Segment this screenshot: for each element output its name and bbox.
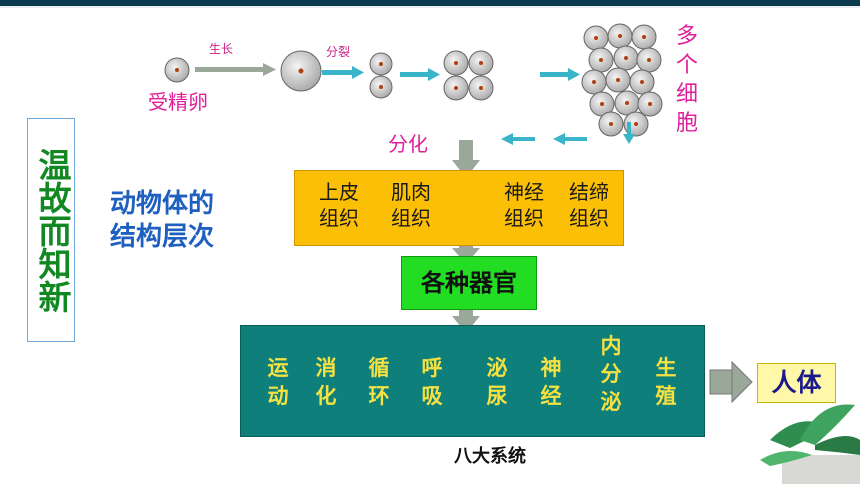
tissue-muscle-line2: 组织: [391, 206, 431, 230]
two-cells: [369, 52, 393, 99]
divide-arrow: [322, 66, 364, 79]
tissue-epithelial: 上皮 组织: [313, 179, 365, 231]
many-cells-label: 多个细胞: [676, 24, 699, 136]
tissue-box: 上皮 组织 肌肉 组织 神经 组织 结缔 组织: [294, 170, 624, 246]
system-urinary: 泌尿: [486, 356, 508, 408]
tissue-nervous-line2: 组织: [504, 206, 544, 230]
leftward-dashed-arrows: [501, 133, 587, 145]
structure-heading: 动物体的结构层次: [110, 189, 215, 252]
zygote-cell: [164, 57, 190, 83]
tissue-connective-line1: 结缔: [569, 180, 609, 204]
human-body-box: 人体: [757, 363, 836, 403]
tissue-muscle-line1: 肌肉: [391, 180, 431, 204]
system-to-human-arrow: [709, 360, 753, 404]
tissue-epithelial-line1: 上皮: [319, 180, 359, 204]
four-cells: [443, 50, 494, 101]
top-bar: [0, 0, 860, 6]
system-endocrine: 内分泌: [600, 334, 622, 414]
zygote-label: 受精卵: [148, 90, 208, 114]
divide-label: 分裂: [326, 45, 351, 59]
system-digestive: 消化: [315, 356, 337, 408]
many-cells-cluster: [581, 23, 663, 137]
top-bar-shadow: [0, 6, 860, 8]
system-circulatory: 循环: [368, 356, 390, 408]
many-cells-nuclei: [592, 34, 652, 126]
grown-cell: [280, 50, 322, 92]
organ-box: 各种器官: [401, 256, 537, 310]
tissue-connective-line2: 组织: [569, 206, 609, 230]
tissue-nervous-line1: 神经: [504, 180, 544, 204]
differentiate-label: 分化: [388, 132, 428, 156]
tissue-muscle: 肌肉 组织: [385, 179, 437, 231]
system-box: 运动 消化 循环 呼吸 泌尿 神经 内分泌 生殖: [240, 325, 705, 437]
tissue-epithelial-line2: 组织: [319, 206, 359, 230]
tissue-connective: 结缔 组织: [563, 179, 615, 231]
divide-arrow-2: [400, 68, 440, 81]
grow-label: 生长: [209, 42, 234, 56]
plant-decoration: [760, 404, 860, 484]
system-reproductive: 生殖: [655, 356, 677, 408]
system-nervous: 神经: [540, 356, 562, 408]
side-title: 温故而知新: [27, 118, 75, 342]
system-respiratory: 呼吸: [421, 356, 443, 408]
differentiate-down-arrow: [452, 140, 480, 178]
tissue-nervous: 神经 组织: [498, 179, 550, 231]
system-motor: 运动: [267, 356, 289, 408]
divide-arrow-3: [540, 68, 580, 81]
growth-arrow: [195, 63, 276, 76]
systems-caption: 八大系统: [454, 446, 526, 467]
cluster-down-arrow: [623, 122, 635, 144]
